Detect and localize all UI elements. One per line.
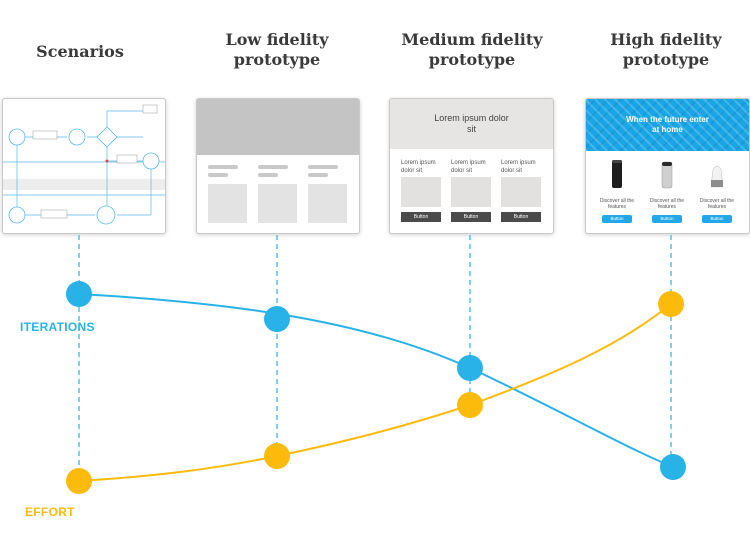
product-item: Discover all the features Button: [697, 159, 737, 223]
effort-curve: [78, 303, 672, 482]
effort-point-scenarios: [66, 468, 92, 494]
flow-node: [68, 128, 86, 146]
flow-label-box: [142, 104, 158, 114]
effort-point-low-fidelity: [264, 443, 290, 469]
mockup-header-title: Lorem ipsum dolor sit: [434, 113, 509, 134]
flow-node: [8, 128, 26, 146]
mockup-item: Lorem ipsum dolor sit Button: [451, 159, 491, 222]
wireframe-text-line: [208, 173, 228, 177]
white-smart-speaker-icon: [710, 165, 724, 188]
mockup-item-text: Lorem ipsum dolor sit: [401, 160, 436, 174]
wireframe-text-line: [258, 165, 288, 169]
wireframe-header: [197, 99, 359, 155]
stage-title-scenarios: Scenarios: [0, 42, 175, 62]
mockup-image-placeholder: [451, 177, 491, 207]
stage-title-line1: High fidelity: [610, 30, 722, 49]
product-button[interactable]: Button: [652, 215, 682, 223]
flow-node: [8, 206, 26, 224]
flow-decision: [96, 126, 118, 148]
mockup-item: Lorem ipsum dolor sit Button: [401, 159, 441, 222]
effort-label: EFFORT: [25, 505, 75, 519]
iterations-point-scenarios: [66, 281, 92, 307]
flow-label-box: [116, 154, 138, 164]
product-description: Discover all the features: [599, 198, 635, 210]
product-description: Discover all the features: [699, 198, 735, 210]
iterations-label: ITERATIONS: [20, 320, 95, 334]
wireframe-text-line: [208, 165, 238, 169]
flow-marker: [105, 159, 109, 163]
wireframe-image-placeholder: [308, 184, 347, 223]
scenario-flow-card: [2, 98, 166, 234]
flow-label-box: [32, 130, 58, 140]
effort-point-medium-fidelity: [457, 392, 483, 418]
mockup-item-text: Lorem ipsum dolor sit: [451, 160, 486, 174]
mockup-button[interactable]: Button: [451, 212, 491, 222]
flow-node: [96, 205, 116, 225]
low-fidelity-card: [196, 98, 360, 234]
product-item: Discover all the features Button: [597, 159, 637, 223]
mockup-item: Lorem ipsum dolor sit Button: [501, 159, 541, 222]
mockup-image-placeholder: [501, 177, 541, 207]
stage-title-low-fidelity: Low fidelity prototype: [182, 30, 372, 70]
mockup-header: Lorem ipsum dolor sit: [390, 99, 553, 149]
stage-title-line1: Scenarios: [36, 42, 124, 61]
flow-label-box: [40, 209, 68, 219]
scenario-flow-diagram: [3, 104, 165, 225]
product-button[interactable]: Button: [702, 215, 732, 223]
stage-title-line2: prototype: [233, 50, 321, 69]
iterations-curve: [78, 293, 674, 468]
product-description: Discover all the features: [649, 198, 685, 210]
effort-point-high-fidelity: [658, 291, 684, 317]
flow-band: [3, 179, 165, 190]
wireframe-image-placeholder: [208, 184, 247, 223]
black-smart-speaker-icon: [612, 160, 622, 188]
stage-title-line2: prototype: [428, 50, 516, 69]
wireframe-text-line: [308, 173, 328, 177]
stage-title-line1: Medium fidelity: [401, 30, 543, 49]
iterations-point-low-fidelity: [264, 306, 290, 332]
iterations-point-high-fidelity: [660, 454, 686, 480]
mockup-item-text: Lorem ipsum dolor sit: [501, 160, 536, 174]
stage-title-high-fidelity: High fidelity prototype: [571, 30, 750, 70]
stage-title-line1: Low fidelity: [225, 30, 329, 49]
mockup-button[interactable]: Button: [401, 212, 441, 222]
mockup-image-placeholder: [401, 177, 441, 207]
wireframe-text-line: [258, 173, 278, 177]
hero-title: When the future enter at home: [626, 115, 709, 134]
iterations-point-medium-fidelity: [457, 355, 483, 381]
product-item: Discover all the features Button: [647, 159, 687, 223]
stage-title-medium-fidelity: Medium fidelity prototype: [377, 30, 567, 70]
product-hero-banner: When the future enter at home: [586, 99, 749, 151]
flow-node: [142, 152, 160, 170]
mockup-button[interactable]: Button: [501, 212, 541, 222]
wireframe-text-line: [308, 165, 338, 169]
wireframe-image-placeholder: [258, 184, 297, 223]
high-fidelity-card: When the future enter at home Discover a…: [585, 98, 750, 234]
stage-title-line2: prototype: [622, 50, 710, 69]
grey-smart-speaker-icon: [661, 161, 673, 189]
medium-fidelity-card: Lorem ipsum dolor sit Lorem ipsum dolor …: [389, 98, 554, 234]
product-button[interactable]: Button: [602, 215, 632, 223]
